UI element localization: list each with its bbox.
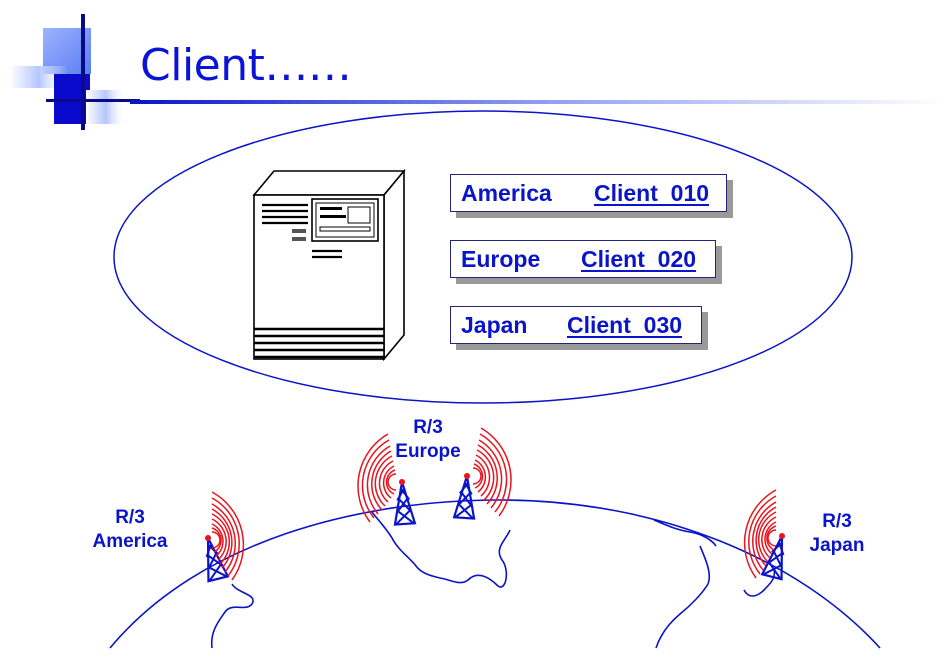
site-label-america: R/3 America <box>80 506 180 554</box>
site-region: America <box>92 531 168 552</box>
title-underline <box>130 100 945 104</box>
site-system: R/3 <box>115 507 145 528</box>
client-region-label: Japan <box>461 311 528 338</box>
site-region: Europe <box>395 441 461 462</box>
client-box-america: America Client 010 <box>450 174 727 212</box>
globe-outline <box>109 499 881 649</box>
site-system: R/3 <box>413 417 443 438</box>
server-icon <box>252 168 406 362</box>
site-system: R/3 <box>822 511 852 532</box>
antenna-icon-america <box>196 491 245 583</box>
antenna-icon-japan <box>743 489 794 581</box>
site-label-japan: R/3 Japan <box>792 510 882 558</box>
site-label-europe: R/3 Europe <box>378 416 478 464</box>
page-title: Client…… <box>140 40 352 91</box>
client-link[interactable]: Client 010 <box>594 179 710 206</box>
client-link[interactable]: Client 020 <box>581 245 697 272</box>
client-box-europe: Europe Client 020 <box>450 240 716 278</box>
client-region-label: America <box>461 179 552 206</box>
title-squares-icon <box>10 14 140 130</box>
client-region-label: Europe <box>461 245 541 272</box>
client-link[interactable]: Client 030 <box>567 311 683 338</box>
site-region: Japan <box>809 535 865 556</box>
client-box-japan: Japan Client 030 <box>450 306 702 344</box>
